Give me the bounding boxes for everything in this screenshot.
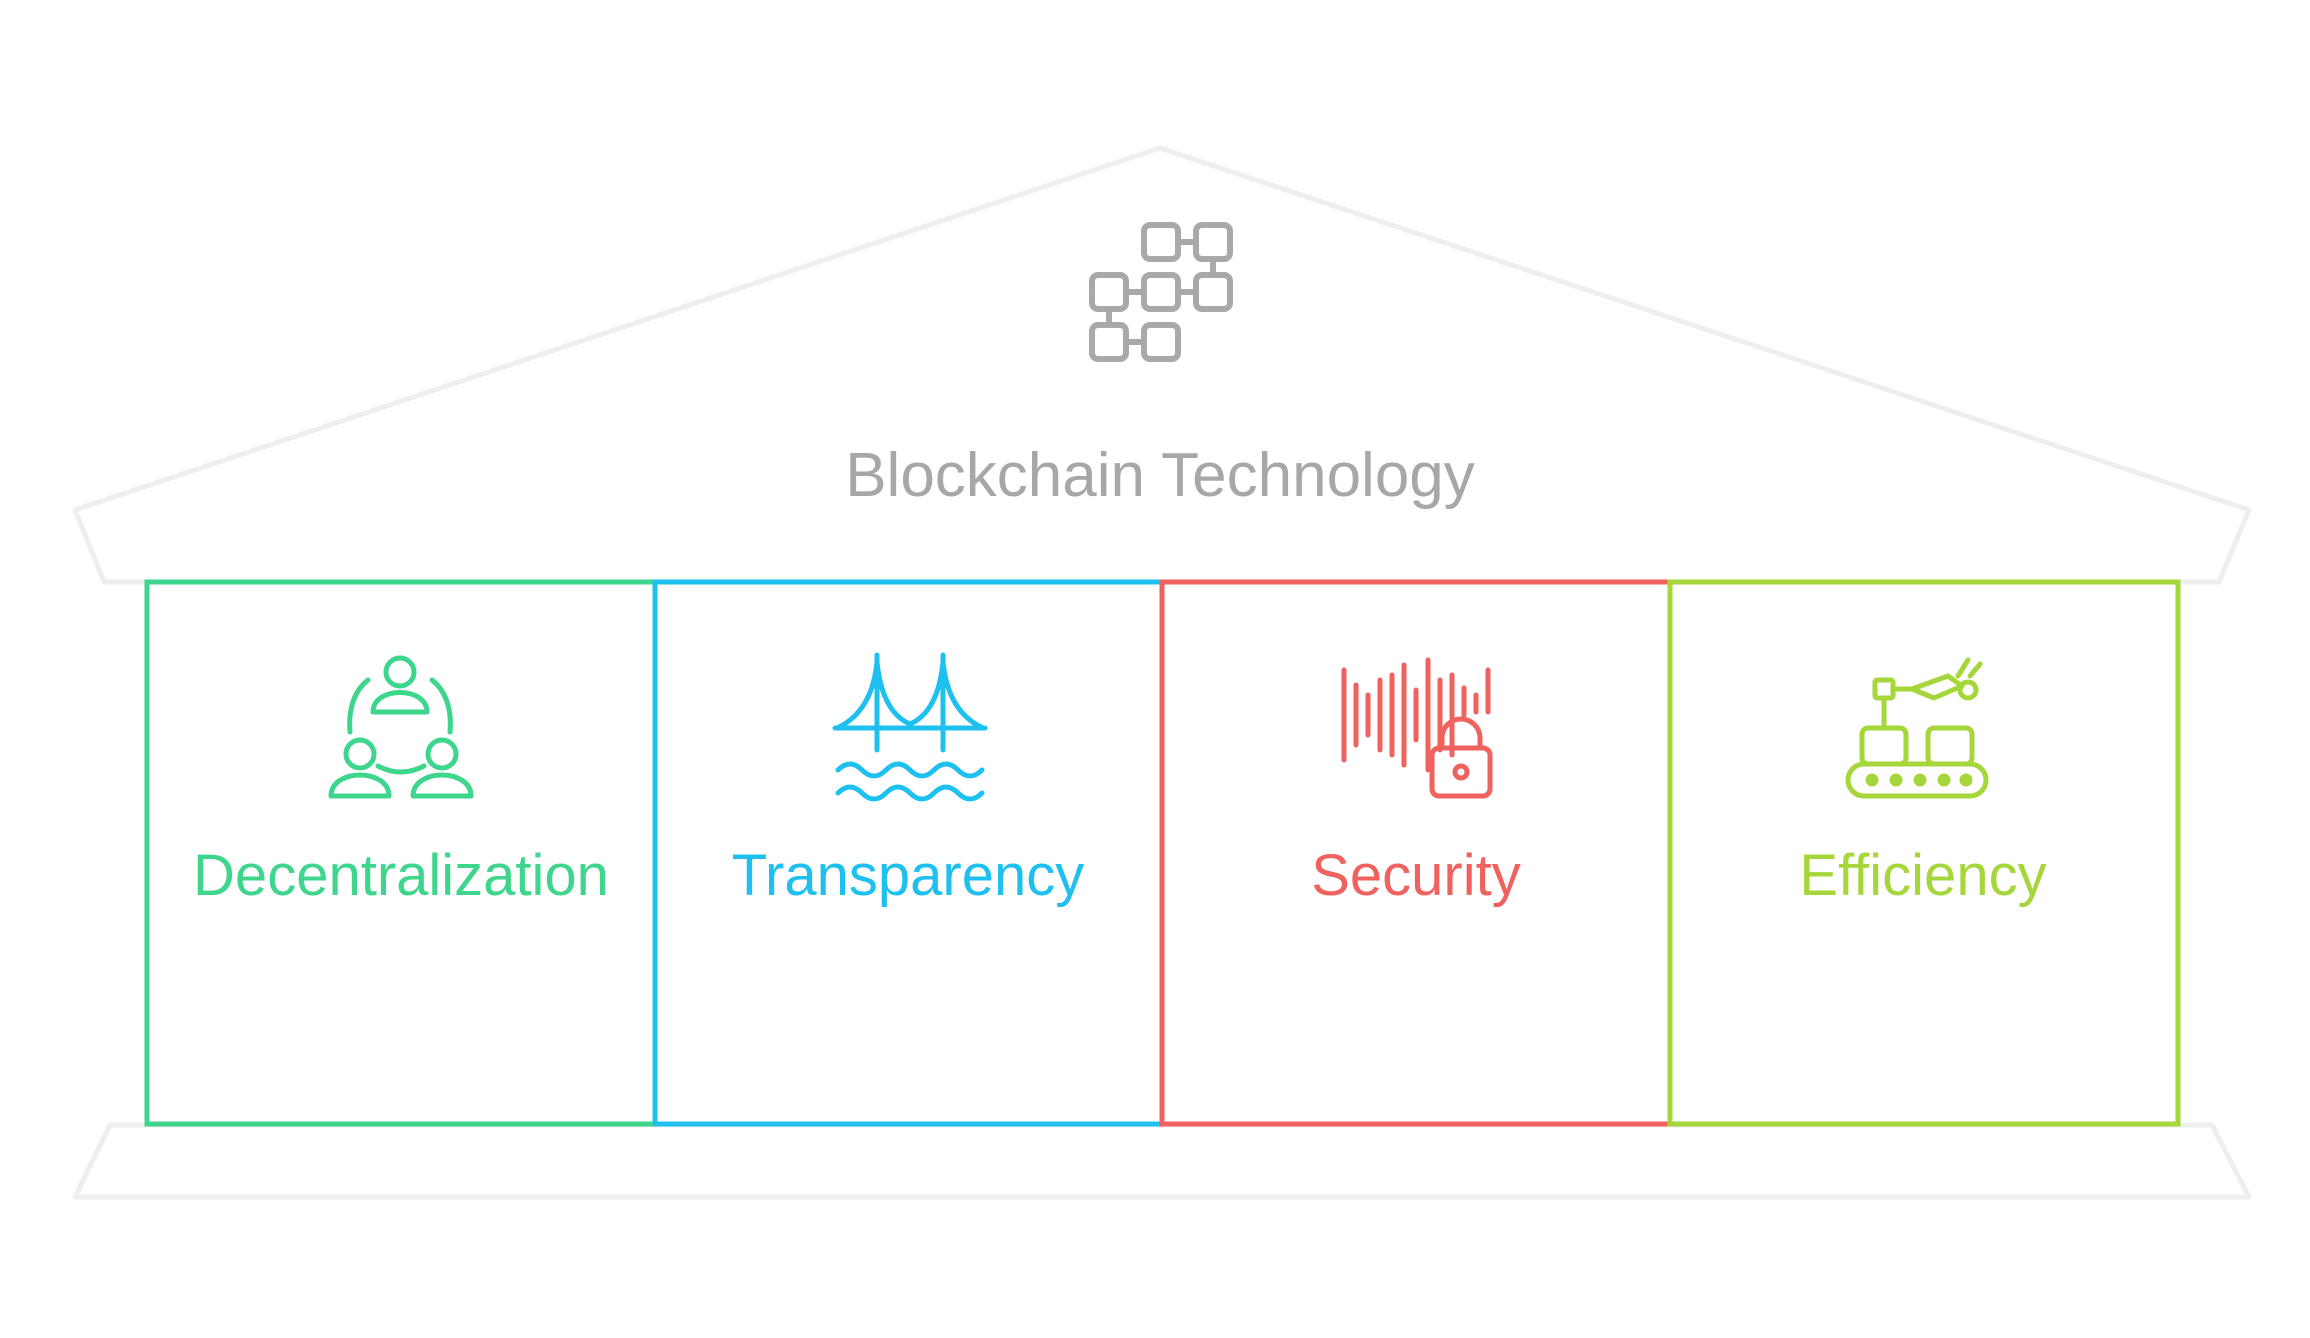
pillar-transparency: Transparency: [652, 579, 1165, 1127]
roof: [72, 145, 2252, 585]
people-network-icon: [328, 655, 474, 799]
pillar-security: Security: [1159, 579, 1673, 1127]
pillar-label: Efficiency: [1799, 843, 2046, 908]
pillar-decentralization: Decentralization: [144, 579, 658, 1127]
pillar-label: Decentralization: [193, 843, 609, 908]
sound-wave-lock-icon: [1341, 657, 1493, 799]
pillar-label: Security: [1311, 843, 1521, 908]
robotic-conveyor-icon: [1845, 657, 1989, 799]
pillar-label: Transparency: [732, 843, 1084, 908]
bridge-water-icon: [832, 652, 988, 802]
blockchain-blocks-icon: [1089, 222, 1233, 362]
diagram-title: Blockchain Technology: [845, 441, 1475, 510]
pillar-efficiency: Efficiency: [1667, 579, 2181, 1127]
base: [72, 1122, 2252, 1200]
pillar-frame: [1667, 579, 2181, 1127]
